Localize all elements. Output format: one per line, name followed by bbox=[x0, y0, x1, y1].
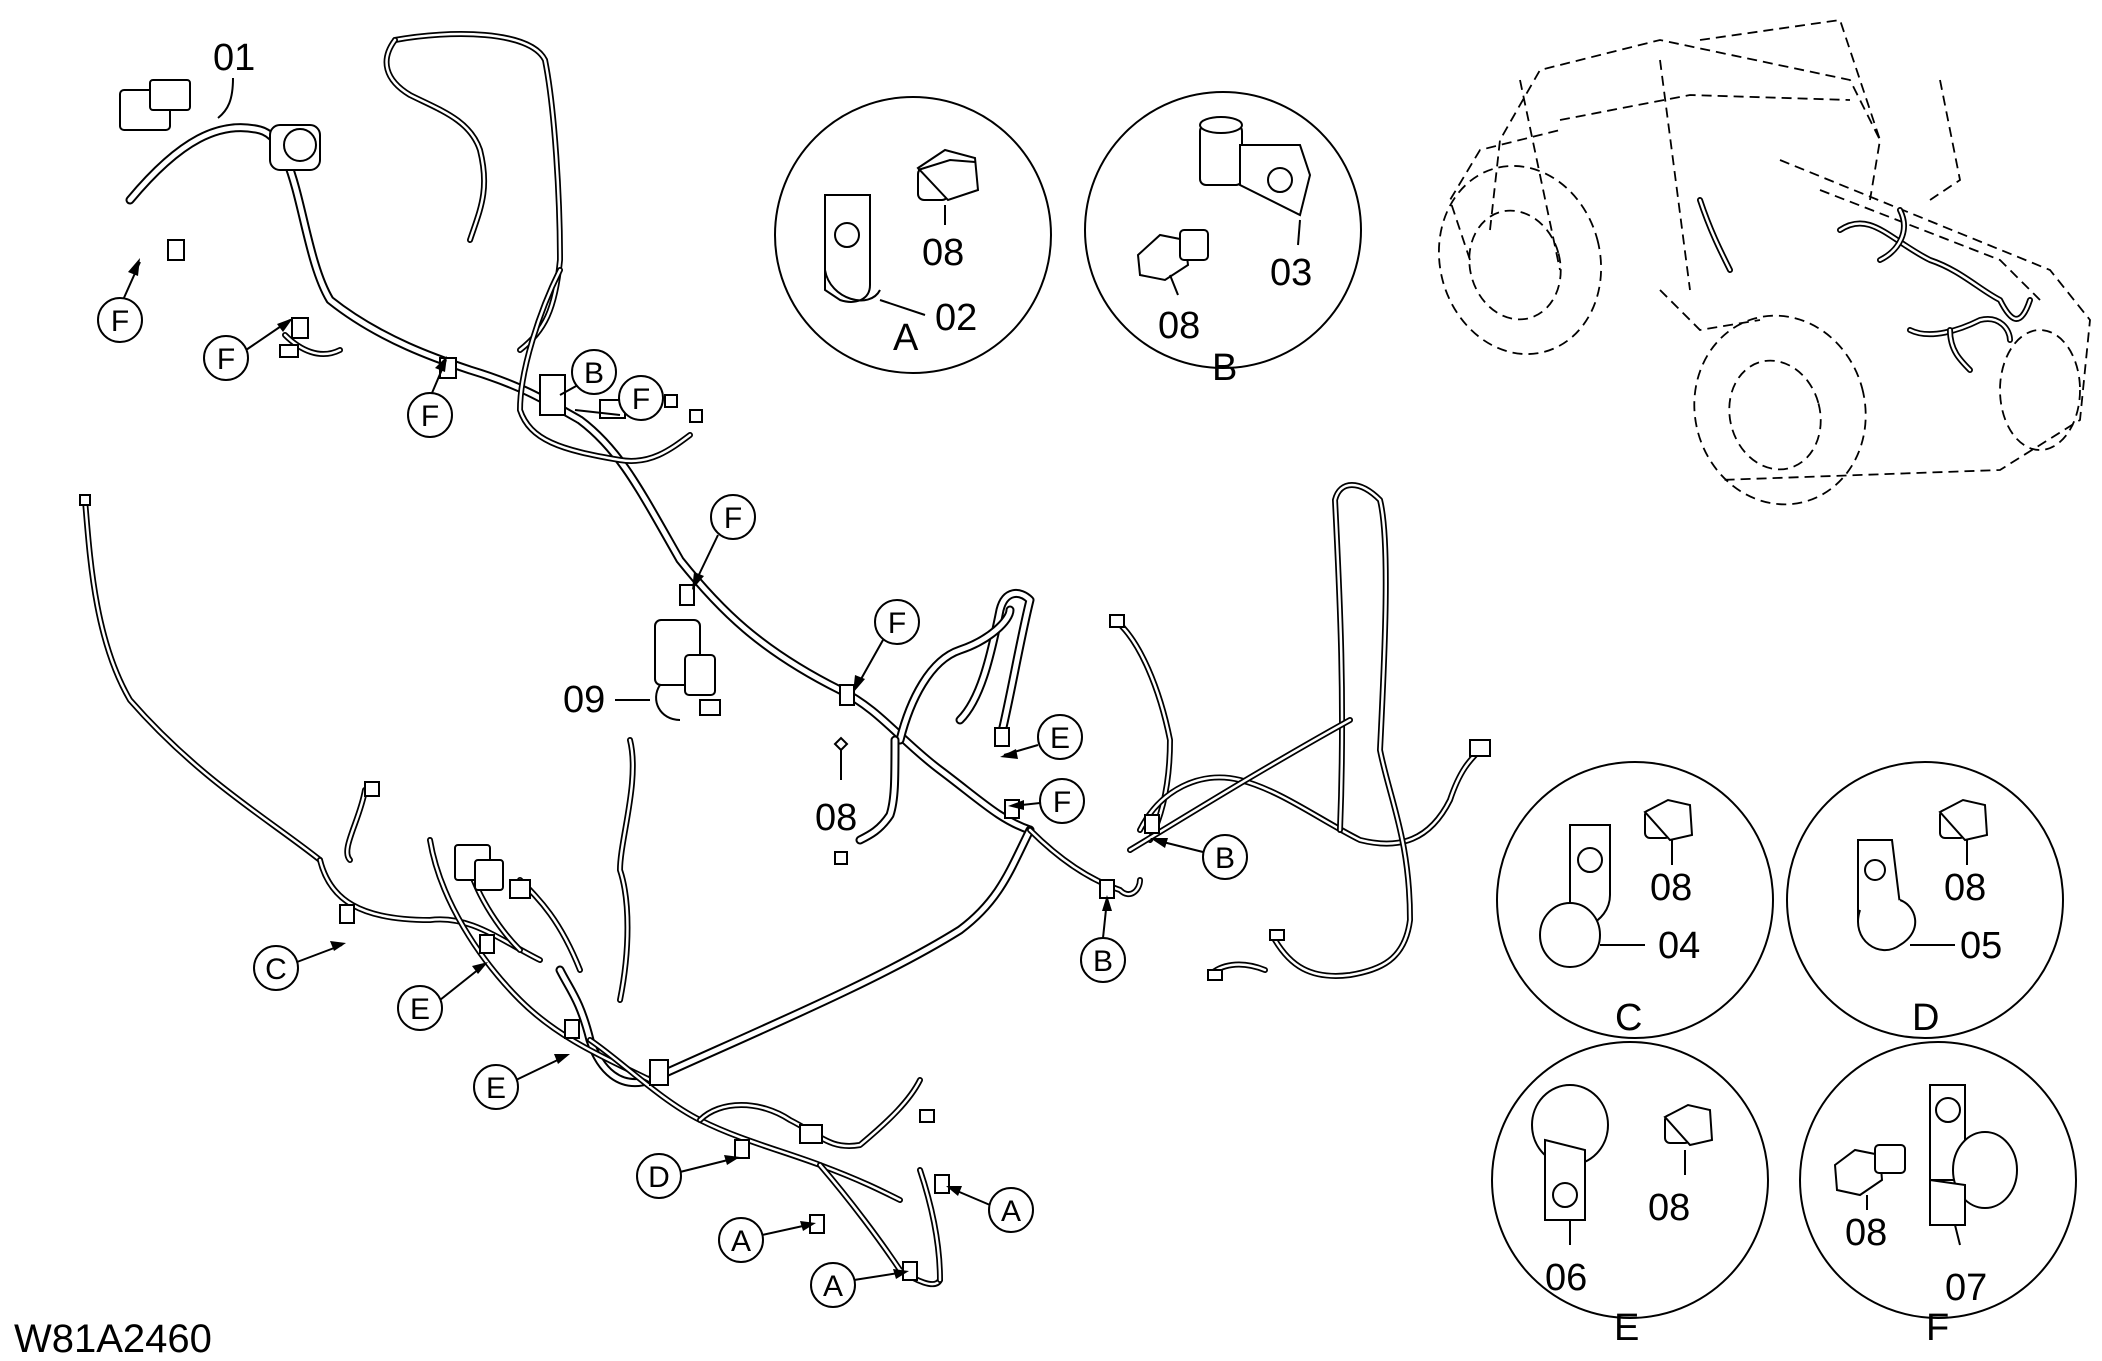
harness-clamps bbox=[167, 239, 1160, 1281]
callout-f2: F bbox=[203, 318, 293, 381]
svg-text:C: C bbox=[1615, 997, 1642, 1039]
svg-text:04: 04 bbox=[1658, 925, 1700, 967]
callout-a3: A bbox=[946, 1186, 1034, 1233]
svg-text:A: A bbox=[893, 317, 919, 359]
svg-text:08: 08 bbox=[922, 232, 964, 274]
svg-text:F: F bbox=[111, 305, 129, 338]
label-09: 09 bbox=[563, 679, 650, 721]
callout-b3: B bbox=[1080, 895, 1126, 983]
callout-d1: D bbox=[636, 1153, 740, 1199]
svg-text:A: A bbox=[731, 1225, 751, 1258]
svg-text:A: A bbox=[1001, 1195, 1021, 1228]
svg-text:B: B bbox=[1212, 347, 1237, 389]
sensor-09 bbox=[654, 619, 721, 721]
svg-text:B: B bbox=[1093, 945, 1113, 978]
callout-f4: F bbox=[574, 375, 664, 421]
detail-f: 07 08 F bbox=[1799, 1041, 2077, 1349]
svg-text:F: F bbox=[888, 607, 906, 640]
svg-text:08: 08 bbox=[1845, 1212, 1887, 1254]
svg-text:E: E bbox=[1614, 1307, 1639, 1349]
svg-text:08: 08 bbox=[815, 797, 857, 839]
detail-e: 06 08 E bbox=[1491, 1041, 1769, 1349]
callout-f6: F bbox=[853, 599, 920, 693]
callout-f5: F bbox=[692, 494, 756, 590]
svg-text:F: F bbox=[1053, 786, 1071, 819]
callout-a2: A bbox=[810, 1262, 909, 1308]
svg-text:E: E bbox=[1050, 722, 1070, 755]
small-connectors bbox=[79, 344, 1491, 1144]
drawing-number: W81A2460 bbox=[14, 1317, 212, 1361]
svg-text:F: F bbox=[632, 383, 650, 416]
svg-text:07: 07 bbox=[1945, 1267, 1987, 1309]
svg-text:05: 05 bbox=[1960, 925, 2002, 967]
svg-text:D: D bbox=[1912, 997, 1939, 1039]
svg-text:C: C bbox=[265, 953, 287, 986]
svg-text:A: A bbox=[823, 1270, 843, 1303]
callout-c1: C bbox=[253, 941, 346, 991]
callout-b1: B bbox=[559, 349, 617, 396]
svg-text:03: 03 bbox=[1270, 252, 1312, 294]
callout-f3: F bbox=[407, 356, 453, 438]
callout-e1: E bbox=[1000, 714, 1083, 760]
callout-a1: A bbox=[718, 1217, 816, 1263]
svg-text:F: F bbox=[1926, 1307, 1949, 1349]
svg-text:E: E bbox=[410, 993, 430, 1026]
label-01: 01 bbox=[213, 37, 255, 119]
callout-e3: E bbox=[473, 1054, 570, 1110]
svg-text:08: 08 bbox=[1158, 305, 1200, 347]
callout-e2: E bbox=[397, 962, 488, 1031]
callout-f1: F bbox=[97, 258, 143, 343]
detail-b: 08 03 B bbox=[1084, 91, 1362, 389]
svg-text:D: D bbox=[648, 1161, 670, 1194]
callout-b2: B bbox=[1150, 834, 1248, 880]
svg-text:B: B bbox=[1215, 842, 1235, 875]
svg-text:F: F bbox=[421, 400, 439, 433]
label-08-loose: 08 bbox=[815, 736, 857, 839]
machine-overview bbox=[1438, 19, 2091, 506]
detail-a: 08 02 A bbox=[774, 96, 1052, 374]
svg-text:08: 08 bbox=[1944, 867, 1986, 909]
relay-block bbox=[454, 844, 531, 899]
detail-c: 04 08 C bbox=[1496, 761, 1774, 1039]
svg-text:B: B bbox=[584, 357, 604, 390]
detail-d: 05 08 D bbox=[1786, 761, 2064, 1039]
branch-wires bbox=[82, 31, 1483, 1288]
svg-text:E: E bbox=[486, 1072, 506, 1105]
svg-text:F: F bbox=[724, 502, 742, 535]
connector-main bbox=[119, 79, 321, 171]
svg-text:08: 08 bbox=[1648, 1187, 1690, 1229]
svg-text:F: F bbox=[217, 343, 235, 376]
svg-text:06: 06 bbox=[1545, 1257, 1587, 1299]
callout-f7: F bbox=[1008, 778, 1085, 824]
svg-text:08: 08 bbox=[1650, 867, 1692, 909]
svg-text:02: 02 bbox=[935, 297, 977, 339]
svg-text:01: 01 bbox=[213, 37, 255, 79]
svg-text:09: 09 bbox=[563, 679, 605, 721]
